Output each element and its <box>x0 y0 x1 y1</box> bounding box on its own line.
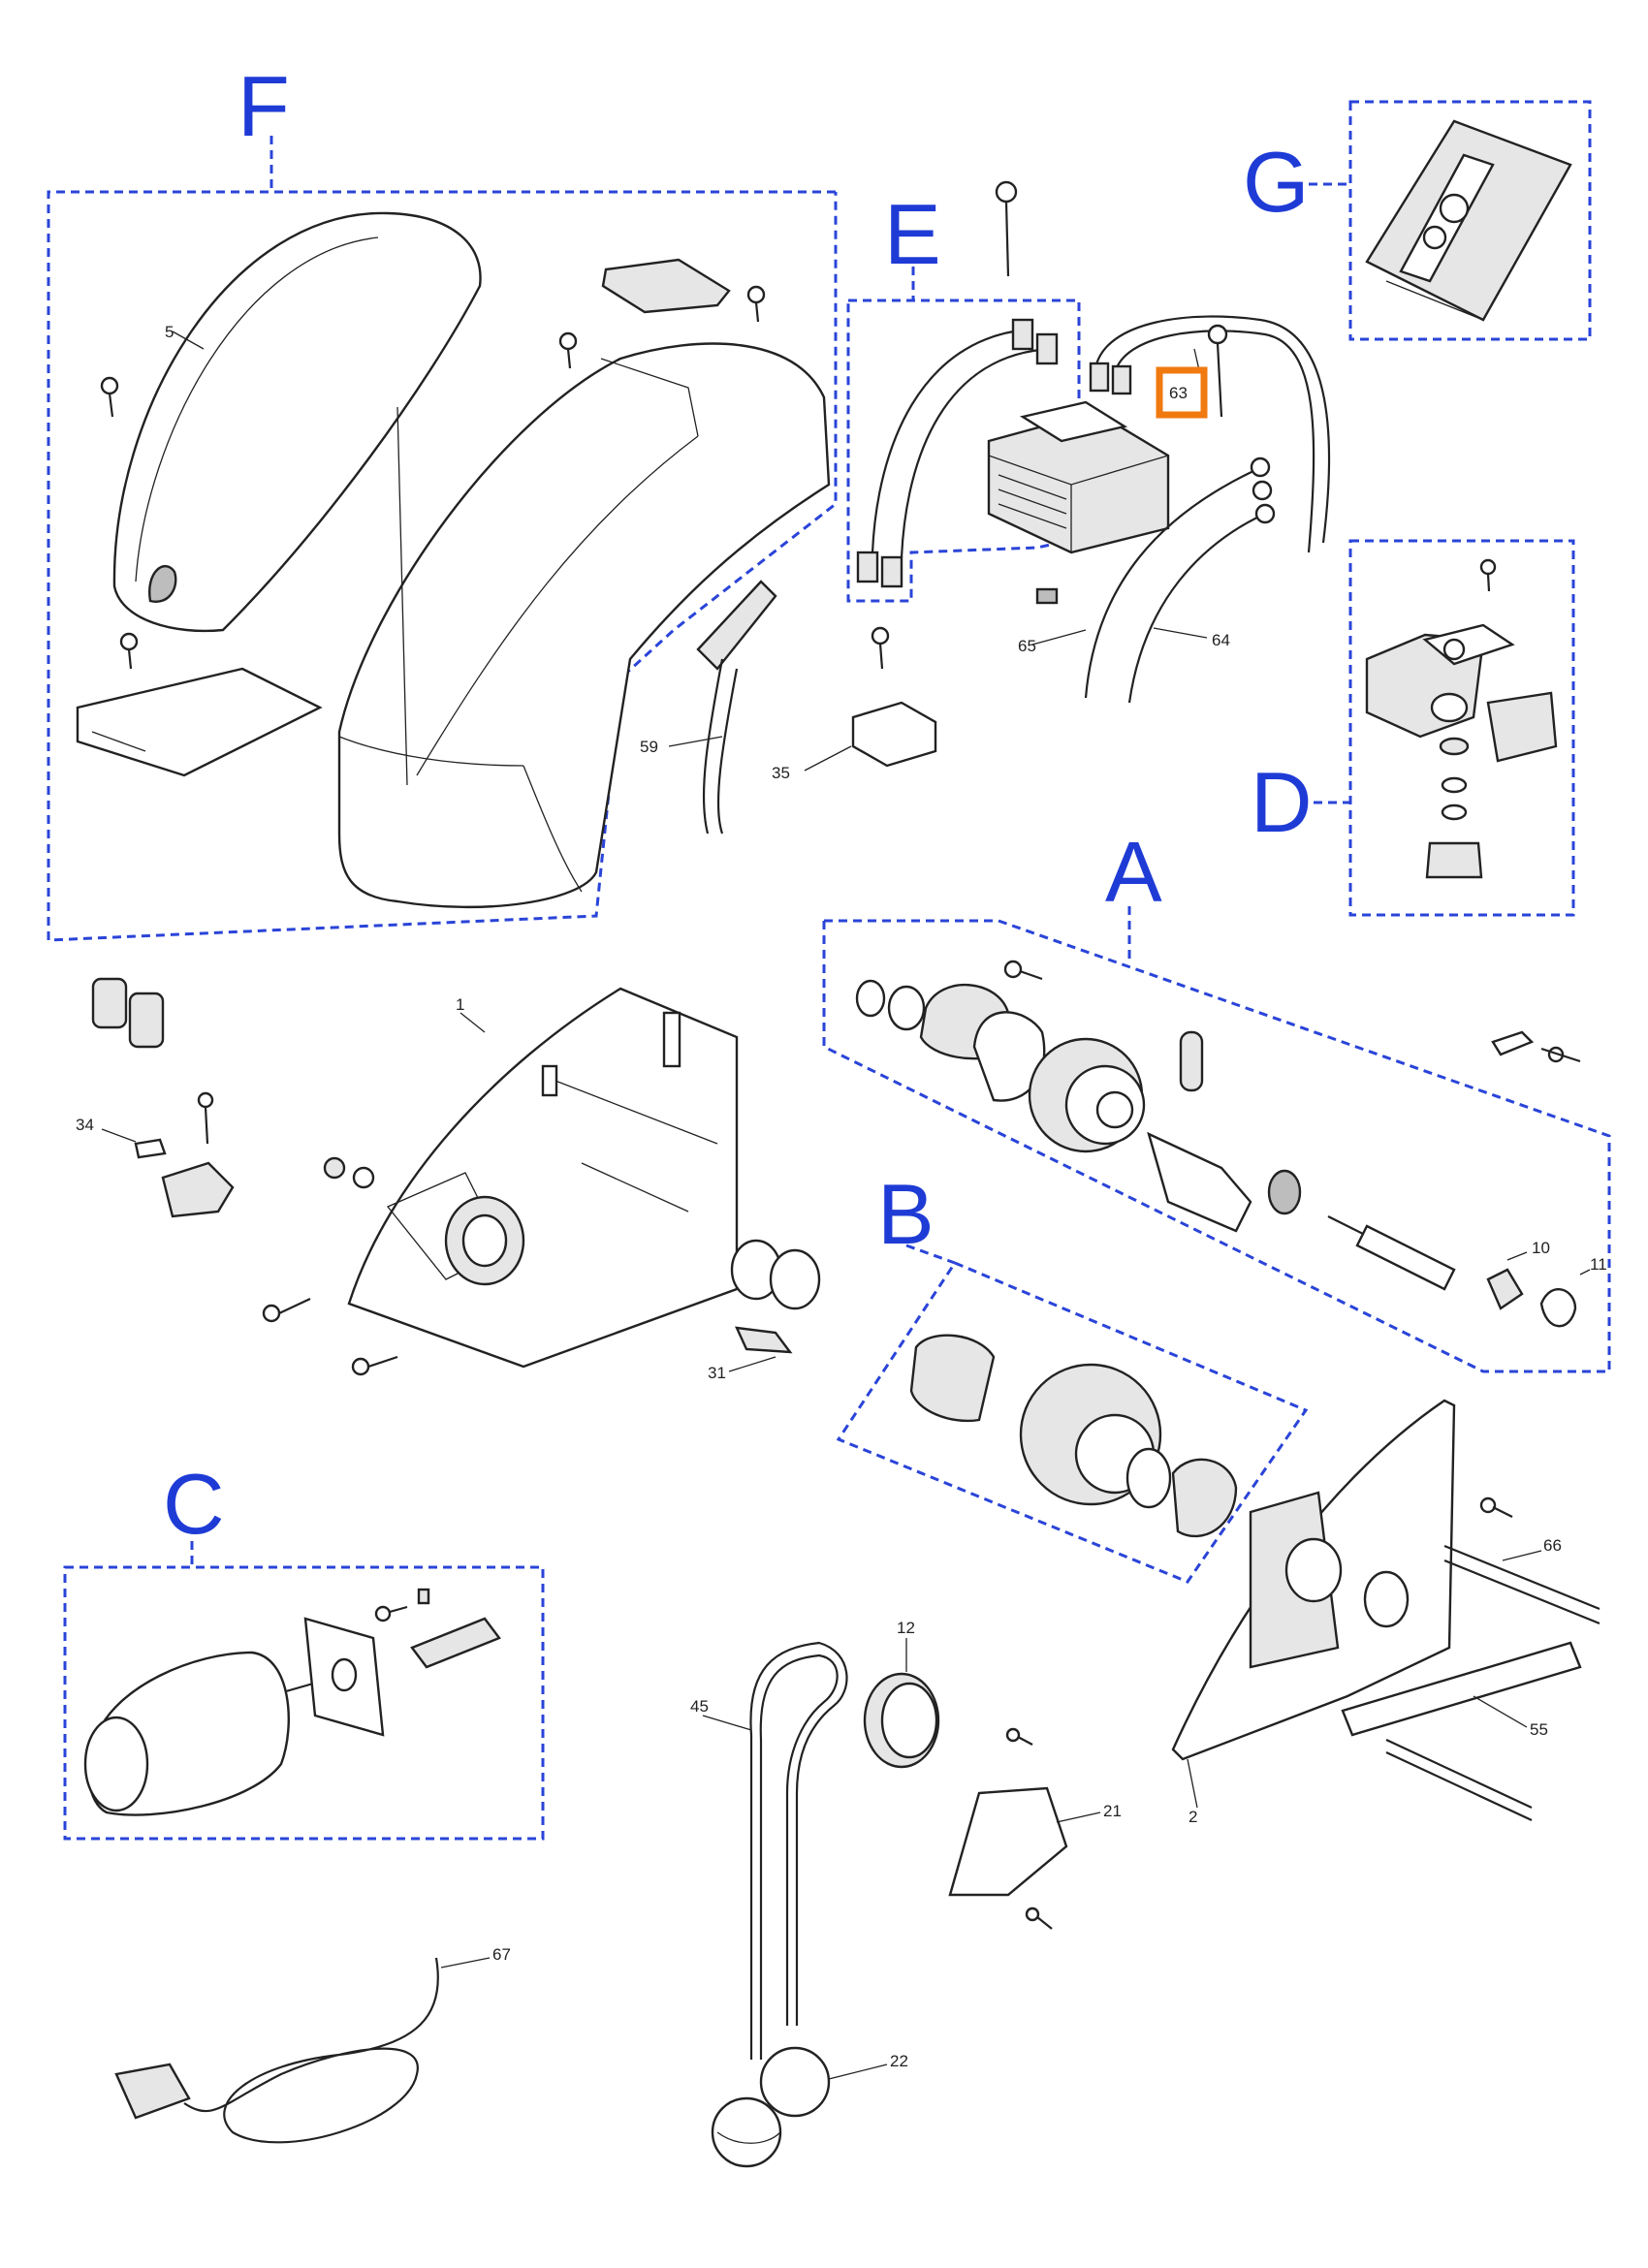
part-59-label: 59 <box>640 738 658 756</box>
part-55-label: 55 <box>1530 1720 1548 1739</box>
group-c-label: C <box>163 1456 225 1552</box>
group-b-outline <box>836 1261 1309 1584</box>
part-34-label: 34 <box>76 1116 94 1134</box>
chain <box>749 1641 848 2060</box>
group-e: E 65 35 <box>772 180 1170 782</box>
part-31-label: 31 <box>708 1364 726 1382</box>
part-12-label: 12 <box>897 1619 915 1637</box>
group-d-label: D <box>1251 754 1313 850</box>
support-block <box>851 701 937 768</box>
group-d-outline <box>1348 539 1575 917</box>
worm-screw <box>410 1617 501 1669</box>
part-63-highlight[interactable] <box>1156 366 1208 419</box>
fuse <box>1035 587 1059 605</box>
group-c: C <box>63 1456 545 1841</box>
part-2-label: 2 <box>1188 1808 1197 1826</box>
group-a-label: A <box>1105 824 1162 920</box>
group-g-label: G <box>1243 134 1309 230</box>
group-f-label: F <box>238 58 290 154</box>
group-b-label: B <box>877 1166 935 1262</box>
cover-cap <box>601 258 731 314</box>
card-plate <box>76 667 323 777</box>
part-10-label: 10 <box>1532 1239 1550 1257</box>
plug <box>114 2063 191 2120</box>
top-cover[interactable] <box>112 211 482 633</box>
terminal-strip <box>696 580 777 671</box>
terminal-block <box>161 1161 235 1218</box>
part-35-label: 35 <box>772 764 790 782</box>
part-66-label: 66 <box>1543 1536 1562 1555</box>
part-21-label: 21 <box>1103 1802 1122 1820</box>
group-b: B <box>836 1166 1309 1584</box>
part-5-label: 5 <box>165 323 174 341</box>
gearbox-housing-body[interactable] <box>347 987 739 1369</box>
part-45-label: 45 <box>690 1697 709 1716</box>
group-f: F 5 59 <box>47 58 890 942</box>
chain-assembly: 45 12 21 22 <box>690 1619 1122 2168</box>
ball <box>711 2096 782 2168</box>
control-board[interactable] <box>1365 119 1572 322</box>
wiring-harness: 64 63 <box>1084 315 1331 704</box>
part-1-label: 1 <box>456 995 464 1014</box>
part-11-label: 11 <box>1590 1255 1607 1274</box>
part-63-label: 63 <box>1169 384 1188 402</box>
drive-gear-hub <box>972 1011 1046 1102</box>
main-housing[interactable] <box>337 342 831 909</box>
part-64-label: 64 <box>1212 631 1230 649</box>
base-plate: 2 66 55 <box>1171 1399 1600 1826</box>
group-a: A 10 11 <box>822 824 1611 1373</box>
gearbox-housing: 1 34 31 <box>76 977 821 1382</box>
bracket-55 <box>1341 1641 1582 1737</box>
group-e-label: E <box>884 186 941 282</box>
pinion-gear <box>1425 841 1483 879</box>
group-c-outline <box>63 1565 545 1841</box>
group-a-outline <box>822 919 1611 1373</box>
power-cable: 67 <box>114 1945 511 2144</box>
group-d: D <box>1251 539 1575 917</box>
part-67-label: 67 <box>492 1945 511 1964</box>
part-65-label: 65 <box>1018 637 1036 655</box>
screw-icon <box>100 285 890 670</box>
plate-21 <box>948 1786 1068 1897</box>
cable-gland-icon <box>91 977 165 1049</box>
group-g: G <box>1243 100 1592 341</box>
group-g-outline <box>1348 100 1592 341</box>
part-22-label: 22 <box>890 2052 908 2070</box>
